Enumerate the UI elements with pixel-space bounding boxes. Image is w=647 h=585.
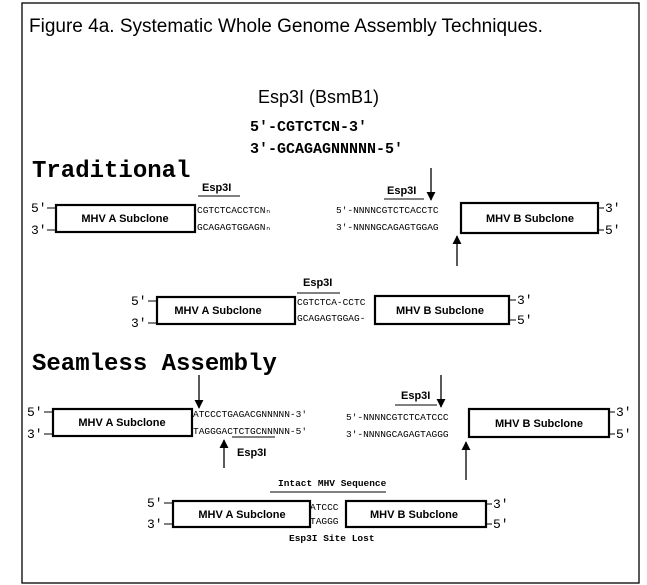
subclone-label: MHV B Subclone [486, 213, 574, 225]
subclone-label: MHV B Subclone [396, 305, 484, 317]
mhv-a-subclone-box [155, 295, 297, 326]
mhv-b-subclone-box [344, 499, 488, 529]
bottom-strand-seq: TAGGG [310, 516, 339, 527]
top-strand-seq: ATCCCTGAGACGNNNNN-3' [193, 409, 307, 420]
five-prime-end: 5' [147, 496, 163, 511]
mhv-a-subclone-box [171, 499, 312, 529]
esp3i-site-label: Esp3I [237, 447, 266, 459]
subclone-label: MHV A Subclone [174, 305, 261, 317]
three-prime-end: 3' [616, 405, 632, 420]
traditional-ligated-product: Esp3I 5' 3' MHV A Subclone CGTCTCA-CCTC … [131, 277, 533, 331]
seamless-right-fragment: Esp3I 5'-NNNNCGTCTCATCCC 3'-NNNNGCAGAGTA… [346, 375, 632, 480]
subclone-label: MHV B Subclone [370, 509, 458, 521]
bottom-strand-seq: GCAGAGTGGAGNₙ [197, 222, 271, 233]
esp3i-site-label: Esp3I [303, 277, 332, 289]
subclone-label: MHV A Subclone [78, 417, 165, 429]
traditional-left-fragment: Esp3I 5' 3' MHV A Subclone CGTCTCACCTCNₙ… [31, 182, 271, 238]
subclone-label: MHV A Subclone [198, 509, 285, 521]
figure-frame [21, 2, 640, 584]
seamless-ligated-product: Intact MHV Sequence 5' 3' MHV A Subclone… [147, 478, 509, 544]
bottom-strand-seq: 3'-NNNNGCAGAGTGGAG [336, 222, 439, 233]
top-strand-seq: CGTCTCA-CCTC [297, 297, 366, 308]
five-prime-end: 5' [31, 201, 47, 216]
top-strand-seq: CGTCTCACCTCNₙ [197, 205, 271, 216]
mhv-b-subclone-box [459, 201, 600, 235]
traditional-right-fragment: Esp3I 5'-NNNNCGTCTCACCTC 3'-NNNNGCAGAGTG… [336, 168, 621, 266]
five-prime-end: 5' [131, 294, 147, 309]
mhv-b-subclone-box [373, 294, 511, 326]
subclone-label: MHV B Subclone [495, 418, 583, 430]
bottom-strand-seq: TAGGGACTCTGCNNNNN-5' [193, 426, 307, 437]
seamless-left-fragment: 5' 3' MHV A Subclone ATCCCTGAGACGNNNNN-3… [27, 375, 307, 468]
intact-sequence-label: Intact MHV Sequence [278, 478, 387, 489]
top-strand-seq: 5'-NNNNCGTCTCATCCC [346, 412, 449, 423]
five-prime-end: 5' [605, 223, 621, 238]
site-lost-label: Esp3I Site Lost [289, 533, 375, 544]
subclone-label: MHV A Subclone [81, 213, 168, 225]
three-prime-end: 3' [493, 497, 509, 512]
traditional-heading: Traditional [32, 158, 190, 185]
bottom-strand-seq: GCAGAGTGGAG- [297, 313, 365, 324]
five-prime-end: 5' [616, 427, 632, 442]
seamless-heading: Seamless Assembly [32, 351, 277, 378]
mhv-b-subclone-box [467, 407, 611, 439]
esp3i-site-label: Esp3I [387, 185, 416, 197]
top-strand-seq: 5'-NNNNCGTCTCACCTC [336, 205, 439, 216]
five-prime-end: 5' [493, 517, 509, 532]
enzyme-bottom-strand: 3'-GCAGAGNNNNN-5' [250, 141, 403, 158]
enzyme-name: Esp3I (BsmB1) [258, 87, 379, 107]
esp3i-site-label: Esp3I [202, 182, 231, 194]
enzyme-top-strand: 5'-CGTCTCN-3' [250, 119, 367, 136]
five-prime-end: 5' [517, 313, 533, 328]
five-prime-end: 5' [27, 405, 43, 420]
three-prime-end: 3' [131, 316, 147, 331]
mhv-a-subclone-box [54, 203, 197, 234]
top-strand-seq: ATCCC [310, 502, 339, 513]
three-prime-end: 3' [147, 517, 163, 532]
mhv-a-subclone-box [51, 407, 194, 438]
bottom-strand-seq: 3'-NNNNGCAGAGTAGGG [346, 429, 449, 440]
three-prime-end: 3' [517, 293, 533, 308]
esp3i-site-label: Esp3I [401, 390, 430, 402]
three-prime-end: 3' [605, 201, 621, 216]
three-prime-end: 3' [31, 223, 47, 238]
three-prime-end: 3' [27, 427, 43, 442]
figure-title: Figure 4a. Systematic Whole Genome Assem… [29, 16, 543, 37]
